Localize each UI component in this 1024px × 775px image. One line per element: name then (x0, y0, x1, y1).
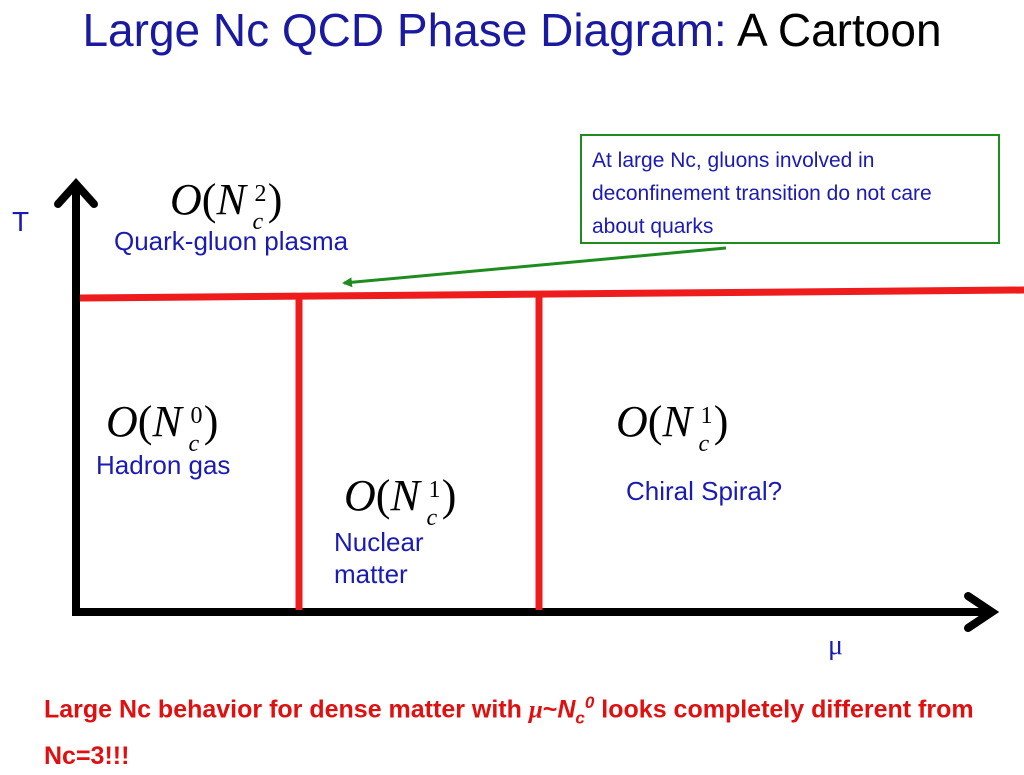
region-label-chiral: Chiral Spiral? (626, 476, 783, 506)
order-subscript: c (252, 209, 264, 235)
title-part1: Large Nc QCD Phase Diagram: (82, 4, 737, 56)
conclusion-after: looks completely different from Nc=3!!! (44, 695, 974, 771)
order-exponent: 1 (700, 403, 713, 429)
region-label-qgp: Quark-gluon plasma (114, 226, 349, 256)
conclusion-subscript: c (575, 708, 585, 728)
x-axis-arrowhead (964, 592, 1000, 632)
order-n: N (390, 471, 420, 520)
order-o: O (616, 397, 648, 446)
order-o: O (170, 175, 202, 224)
order-exponent: 2 (254, 181, 267, 207)
conclusion-n: N (557, 695, 576, 724)
x-axis-label: μ (828, 630, 844, 661)
order-o: O (106, 397, 138, 446)
region-label-hadron: Hadron gas (96, 450, 231, 480)
order-n: N (152, 397, 182, 446)
order-n: N (216, 175, 246, 224)
deconfinement-line (79, 286, 1024, 302)
order-subscript: c (698, 431, 710, 457)
conclusion-exponent: 0 (584, 693, 595, 712)
note-box: At large Nc, gluons involved in deconfin… (580, 134, 1000, 244)
conclusion-mu: μ (528, 696, 543, 724)
note-pointer-arrow (342, 246, 727, 288)
conclusion-before: Large Nc behavior for dense matter with (44, 695, 529, 724)
region-label-nuclear: Nuclear matter (334, 527, 424, 589)
order-subscript: c (188, 431, 200, 457)
conclusion-text: Large Nc behavior for dense matter with … (44, 684, 1004, 775)
conclusion-tilde: ~ (542, 695, 558, 724)
order-o: O (344, 471, 376, 520)
y-axis-arrowhead (54, 178, 98, 208)
order-exponent: 1 (428, 477, 441, 503)
order-exponent: 0 (190, 403, 203, 429)
y-axis-label: T (12, 206, 30, 237)
order-subscript: c (426, 505, 438, 531)
order-n: N (662, 397, 692, 446)
title-part2: A Cartoon (736, 4, 942, 56)
page-title: Large Nc QCD Phase Diagram: A Cartoon (0, 2, 1024, 58)
